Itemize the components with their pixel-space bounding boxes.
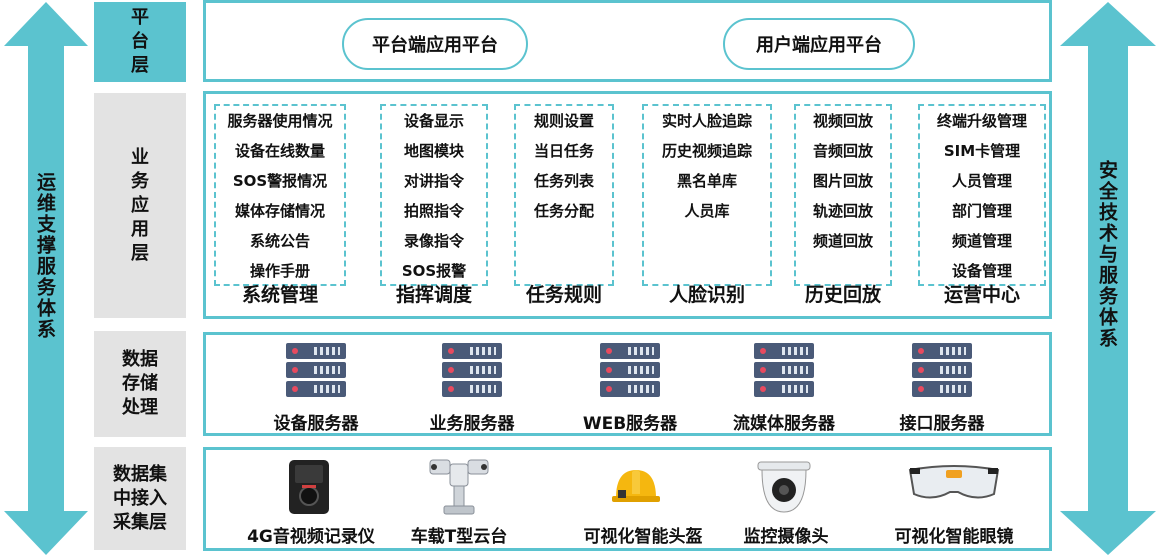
list-item[interactable]: 操作手册 xyxy=(249,262,310,280)
group-title: 系统管理 xyxy=(241,284,318,306)
list-item[interactable]: 当日任务 xyxy=(533,142,594,160)
streaming-server-label: 流媒体服务器 xyxy=(733,414,835,434)
dome-camera-icon xyxy=(757,461,811,513)
group-system-management: 服务器使用情况 设备在线数量 SOS警报情况 媒体存储情况 系统公告 操作手册 xyxy=(214,104,346,286)
group-face-recognition: 实时人脸追踪 历史视频追踪 黑名单库 人员库 xyxy=(642,104,772,286)
group-title: 指挥调度 xyxy=(395,284,472,306)
device-label: 监控摄像头 xyxy=(743,527,829,547)
server-icon xyxy=(912,343,972,400)
storage-layer-box: 设备服务器 业务服务器 WEB服务器 流媒体服务器 接口服务器 xyxy=(203,332,1052,436)
list-item[interactable]: 人员库 xyxy=(684,202,730,220)
group-operations-center: 终端升级管理 SIM卡管理 人员管理 部门管理 频道管理 设备管理 xyxy=(918,104,1046,286)
device-label: 4G音视频记录仪 xyxy=(247,527,375,547)
list-item[interactable]: SIM卡管理 xyxy=(943,142,1021,160)
ptz-camera-icon xyxy=(429,459,489,515)
right-support-label: 安全技术与服务体系 xyxy=(1096,160,1118,349)
body-camera-icon xyxy=(289,460,329,514)
list-item[interactable]: 音频回放 xyxy=(812,142,873,160)
list-item[interactable]: 规则设置 xyxy=(533,112,594,130)
business-layer-box: 服务器使用情况 设备在线数量 SOS警报情况 媒体存储情况 系统公告 操作手册 … xyxy=(203,91,1052,319)
list-item[interactable]: 对讲指令 xyxy=(403,172,464,190)
list-item[interactable]: 部门管理 xyxy=(951,202,1012,220)
list-item[interactable]: 拍照指令 xyxy=(403,202,464,220)
list-item[interactable]: SOS警报情况 xyxy=(232,172,328,190)
list-item[interactable]: 服务器使用情况 xyxy=(227,112,333,130)
list-item[interactable]: 实时人脸追踪 xyxy=(661,112,752,130)
left-support-label: 运维支撑服务体系 xyxy=(34,172,56,340)
group-title: 历史回放 xyxy=(804,284,881,306)
group-title: 任务规则 xyxy=(525,284,602,306)
group-title: 人脸识别 xyxy=(668,284,745,306)
access-layer-box: 4G音视频记录仪 车载T型云台 可视化智能头盔 监控摄像头 可视化智能眼镜 xyxy=(203,447,1052,551)
device-label: 可视化智能头盔 xyxy=(583,527,703,547)
device-label: 车载T型云台 xyxy=(410,527,508,547)
list-item[interactable]: 任务列表 xyxy=(533,172,594,190)
list-item[interactable]: 地图模块 xyxy=(403,142,464,160)
right-double-arrow xyxy=(1060,2,1156,555)
storage-layer-label: 数据存储处理 xyxy=(94,331,186,437)
group-command-dispatch: 设备显示 地图模块 对讲指令 拍照指令 录像指令 SOS报警 xyxy=(380,104,488,286)
server-icon xyxy=(442,343,502,400)
helmet-icon xyxy=(612,470,660,502)
platform-layer-label: 平台层 xyxy=(94,2,186,82)
server-icon xyxy=(754,343,814,400)
smart-glasses-icon xyxy=(908,465,1000,499)
left-double-arrow xyxy=(4,2,88,555)
access-layer-label: 数据集中接入采集层 xyxy=(94,447,186,550)
web-server-label: WEB服务器 xyxy=(582,414,678,434)
list-item[interactable]: 设备显示 xyxy=(403,112,464,130)
group-title: 运营中心 xyxy=(943,284,1020,306)
device-server-label: 设备服务器 xyxy=(273,414,359,434)
list-item[interactable]: 人员管理 xyxy=(951,172,1012,190)
server-icon xyxy=(600,343,660,400)
list-item[interactable]: SOS报警 xyxy=(401,262,467,280)
user-app-pill[interactable]: 用户端应用平台 xyxy=(723,18,915,70)
list-item[interactable]: 任务分配 xyxy=(533,202,594,220)
server-icon xyxy=(286,343,346,400)
list-item[interactable]: 媒体存储情况 xyxy=(234,202,325,220)
list-item[interactable]: 黑名单库 xyxy=(676,172,737,190)
business-layer-label: 业务应用层 xyxy=(94,93,186,318)
list-item[interactable]: 终端升级管理 xyxy=(936,112,1027,130)
group-task-rules: 规则设置 当日任务 任务列表 任务分配 xyxy=(514,104,614,286)
interface-server-label: 接口服务器 xyxy=(899,414,985,434)
list-item[interactable]: 历史视频追踪 xyxy=(661,142,752,160)
list-item[interactable]: 图片回放 xyxy=(812,172,873,190)
list-item[interactable]: 视频回放 xyxy=(812,112,873,130)
list-item[interactable]: 录像指令 xyxy=(403,232,464,250)
platform-app-pill[interactable]: 平台端应用平台 xyxy=(342,18,528,70)
list-item[interactable]: 设备管理 xyxy=(951,262,1012,280)
list-item[interactable]: 频道回放 xyxy=(812,232,873,250)
device-label: 可视化智能眼镜 xyxy=(894,527,1014,547)
list-item[interactable]: 设备在线数量 xyxy=(234,142,325,160)
list-item[interactable]: 频道管理 xyxy=(951,232,1012,250)
business-server-label: 业务服务器 xyxy=(429,414,515,434)
list-item[interactable]: 系统公告 xyxy=(249,232,310,250)
group-history-playback: 视频回放 音频回放 图片回放 轨迹回放 频道回放 xyxy=(794,104,892,286)
list-item[interactable]: 轨迹回放 xyxy=(812,202,873,220)
platform-layer-box: 平台端应用平台 用户端应用平台 xyxy=(203,0,1052,82)
